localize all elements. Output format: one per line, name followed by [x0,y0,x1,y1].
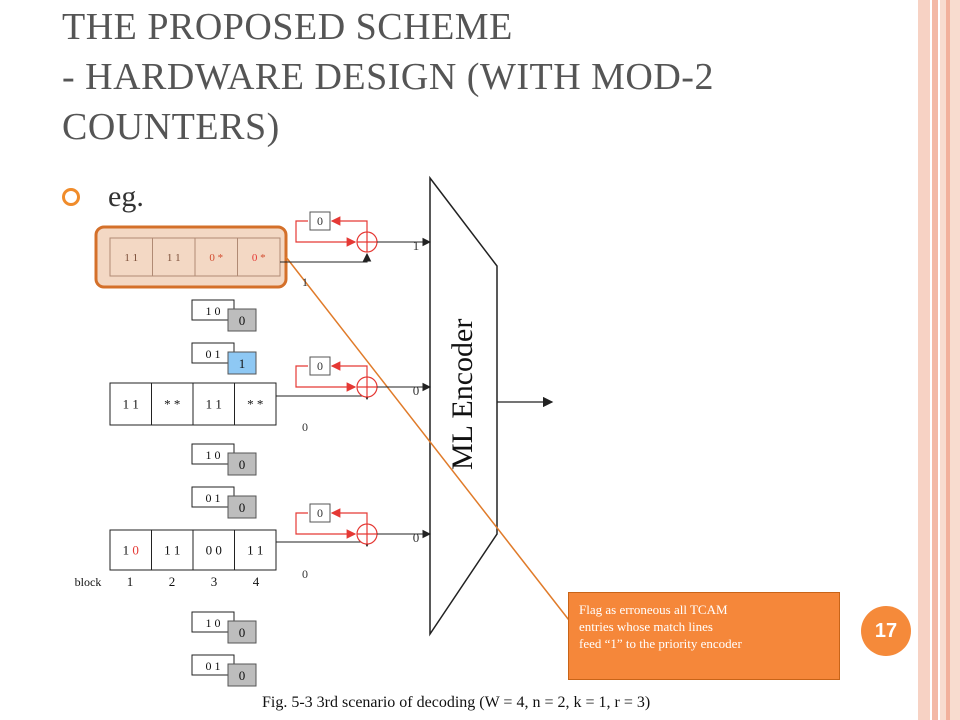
counter-register [309,211,331,231]
syndrome-groups: 1 0 0 0 1 1 1 0 0 0 1 0 1 0 0 0 1 0 [191,299,257,687]
entry-cell-text: 0 * [209,252,223,264]
bullet-ring-icon [62,188,80,206]
border-strip [946,0,950,720]
syndrome-flag: 0 [239,457,246,472]
entry-cell-text: 1 1 [164,543,180,558]
syndrome-bits: 1 0 [206,304,221,318]
match-line-output-label: 1 [413,238,420,253]
entry-cell-text: 1 1 [123,397,139,412]
counter-feedback-wire [330,361,368,377]
syndrome-bits: 1 0 [206,616,221,630]
entry-cell-text: 0 * [252,252,266,264]
syndrome-flag-box [227,495,257,519]
border-strip [940,0,960,720]
syndrome-group-1: 1 0 0 0 1 1 [191,299,257,375]
entry-row-3: 1 0 1 1 0 0 1 1 0 0 0 [109,503,432,581]
syndrome-bits: 0 1 [206,491,221,505]
block-index-row: block 1 2 3 4 [75,574,260,589]
title-line-2: - HARDWARE DESIGN (WITH MOD-2 [62,56,714,98]
entry-cell-text: * * [164,397,180,412]
callout-line: feed “1” to the priority encoder [579,636,742,651]
counter-feedback-wire [330,216,368,232]
syndrome-flag: 0 [239,668,246,683]
callout-pointer-line [285,256,573,625]
entry-cell-text: 1 1 [206,397,222,412]
syndrome-bits: 0 1 [206,659,221,673]
counter-value: 0 [317,214,323,228]
title-line-3: COUNTERS) [62,106,280,148]
counter-feedback-wire [330,508,368,524]
entry-cell [237,237,281,277]
syndrome-bits: 1 0 [206,448,221,462]
entry-row-1: 1 1 1 1 0 * 0 * 0 1 1 [109,211,432,289]
counter-value: 0 [317,506,323,520]
slide-title: THE PROPOSED SCHEME - HARDWARE DESIGN (W… [62,2,902,152]
syndrome-flag: 1 [239,356,246,371]
match-line-output-label: 0 [413,383,420,398]
ml-encoder-shape [429,175,498,637]
block-number: 1 [127,574,134,589]
entry-cell [151,529,194,571]
border-strip [932,0,938,720]
entry-cell [151,382,194,426]
syndrome-flag-box [227,308,257,332]
title-line-1: THE PROPOSED SCHEME [62,6,513,48]
entry-cell-text: 1 1 [247,543,263,558]
callout-note: Flag as erroneous all TCAM entries whose… [568,592,840,680]
entry-row-2: 1 1 * * 1 1 * * 0 0 0 [109,356,432,434]
entry-cell-text: 1 0 [123,543,139,558]
block-number: 4 [253,574,260,589]
counter-register [309,356,331,376]
syndrome-group-2: 1 0 0 0 1 0 [191,443,257,519]
entry-cell-text: * * [247,397,263,412]
feed-label: 0 [302,567,308,581]
callout-line: Flag as erroneous all TCAM [579,602,728,617]
syndrome-flag: 0 [239,313,246,328]
ml-encoder-label: ML Encoder [446,319,479,470]
match-line-output-label: 0 [413,530,420,545]
syndrome-flag: 0 [239,500,246,515]
entry-cell [234,529,277,571]
syndrome-group-3: 1 0 0 0 1 0 [191,611,257,687]
border-strip [918,0,930,720]
entry-cell [109,382,152,426]
syndrome-flag: 0 [239,625,246,640]
entry-cell-text: 1 1 [167,252,181,264]
syndrome-flag-box [227,620,257,644]
entry-cell-text: 0 0 [206,543,222,558]
syndrome-flag-box [227,452,257,476]
counter-input-wire [295,365,357,392]
bullet-text: eg. [108,180,144,213]
syndrome-bits: 0 1 [206,347,221,361]
block-label: block [75,575,102,589]
entry-cell [192,382,235,426]
feed-label: 1 [302,275,308,289]
entry-cell [192,529,235,571]
syndrome-flag-box [227,351,257,375]
match-line [280,252,372,263]
match-line [276,391,372,401]
page-number-badge: 17 [861,606,911,656]
entry-cell [234,382,277,426]
syndrome-flag-box [227,663,257,687]
block-number: 2 [169,574,176,589]
counter-input-wire [295,220,357,247]
counter-register [309,503,331,523]
block-number: 3 [211,574,218,589]
callout-line: entries whose match lines [579,619,713,634]
feed-label: 0 [302,420,308,434]
counter-input-wire [295,512,357,539]
figure-caption: Fig. 5-3 3rd scenario of decoding (W = 4… [262,694,651,711]
match-line [276,538,372,548]
entry-cell [109,529,152,571]
counter-value: 0 [317,359,323,373]
entry-cell-text: 1 1 [124,252,138,264]
